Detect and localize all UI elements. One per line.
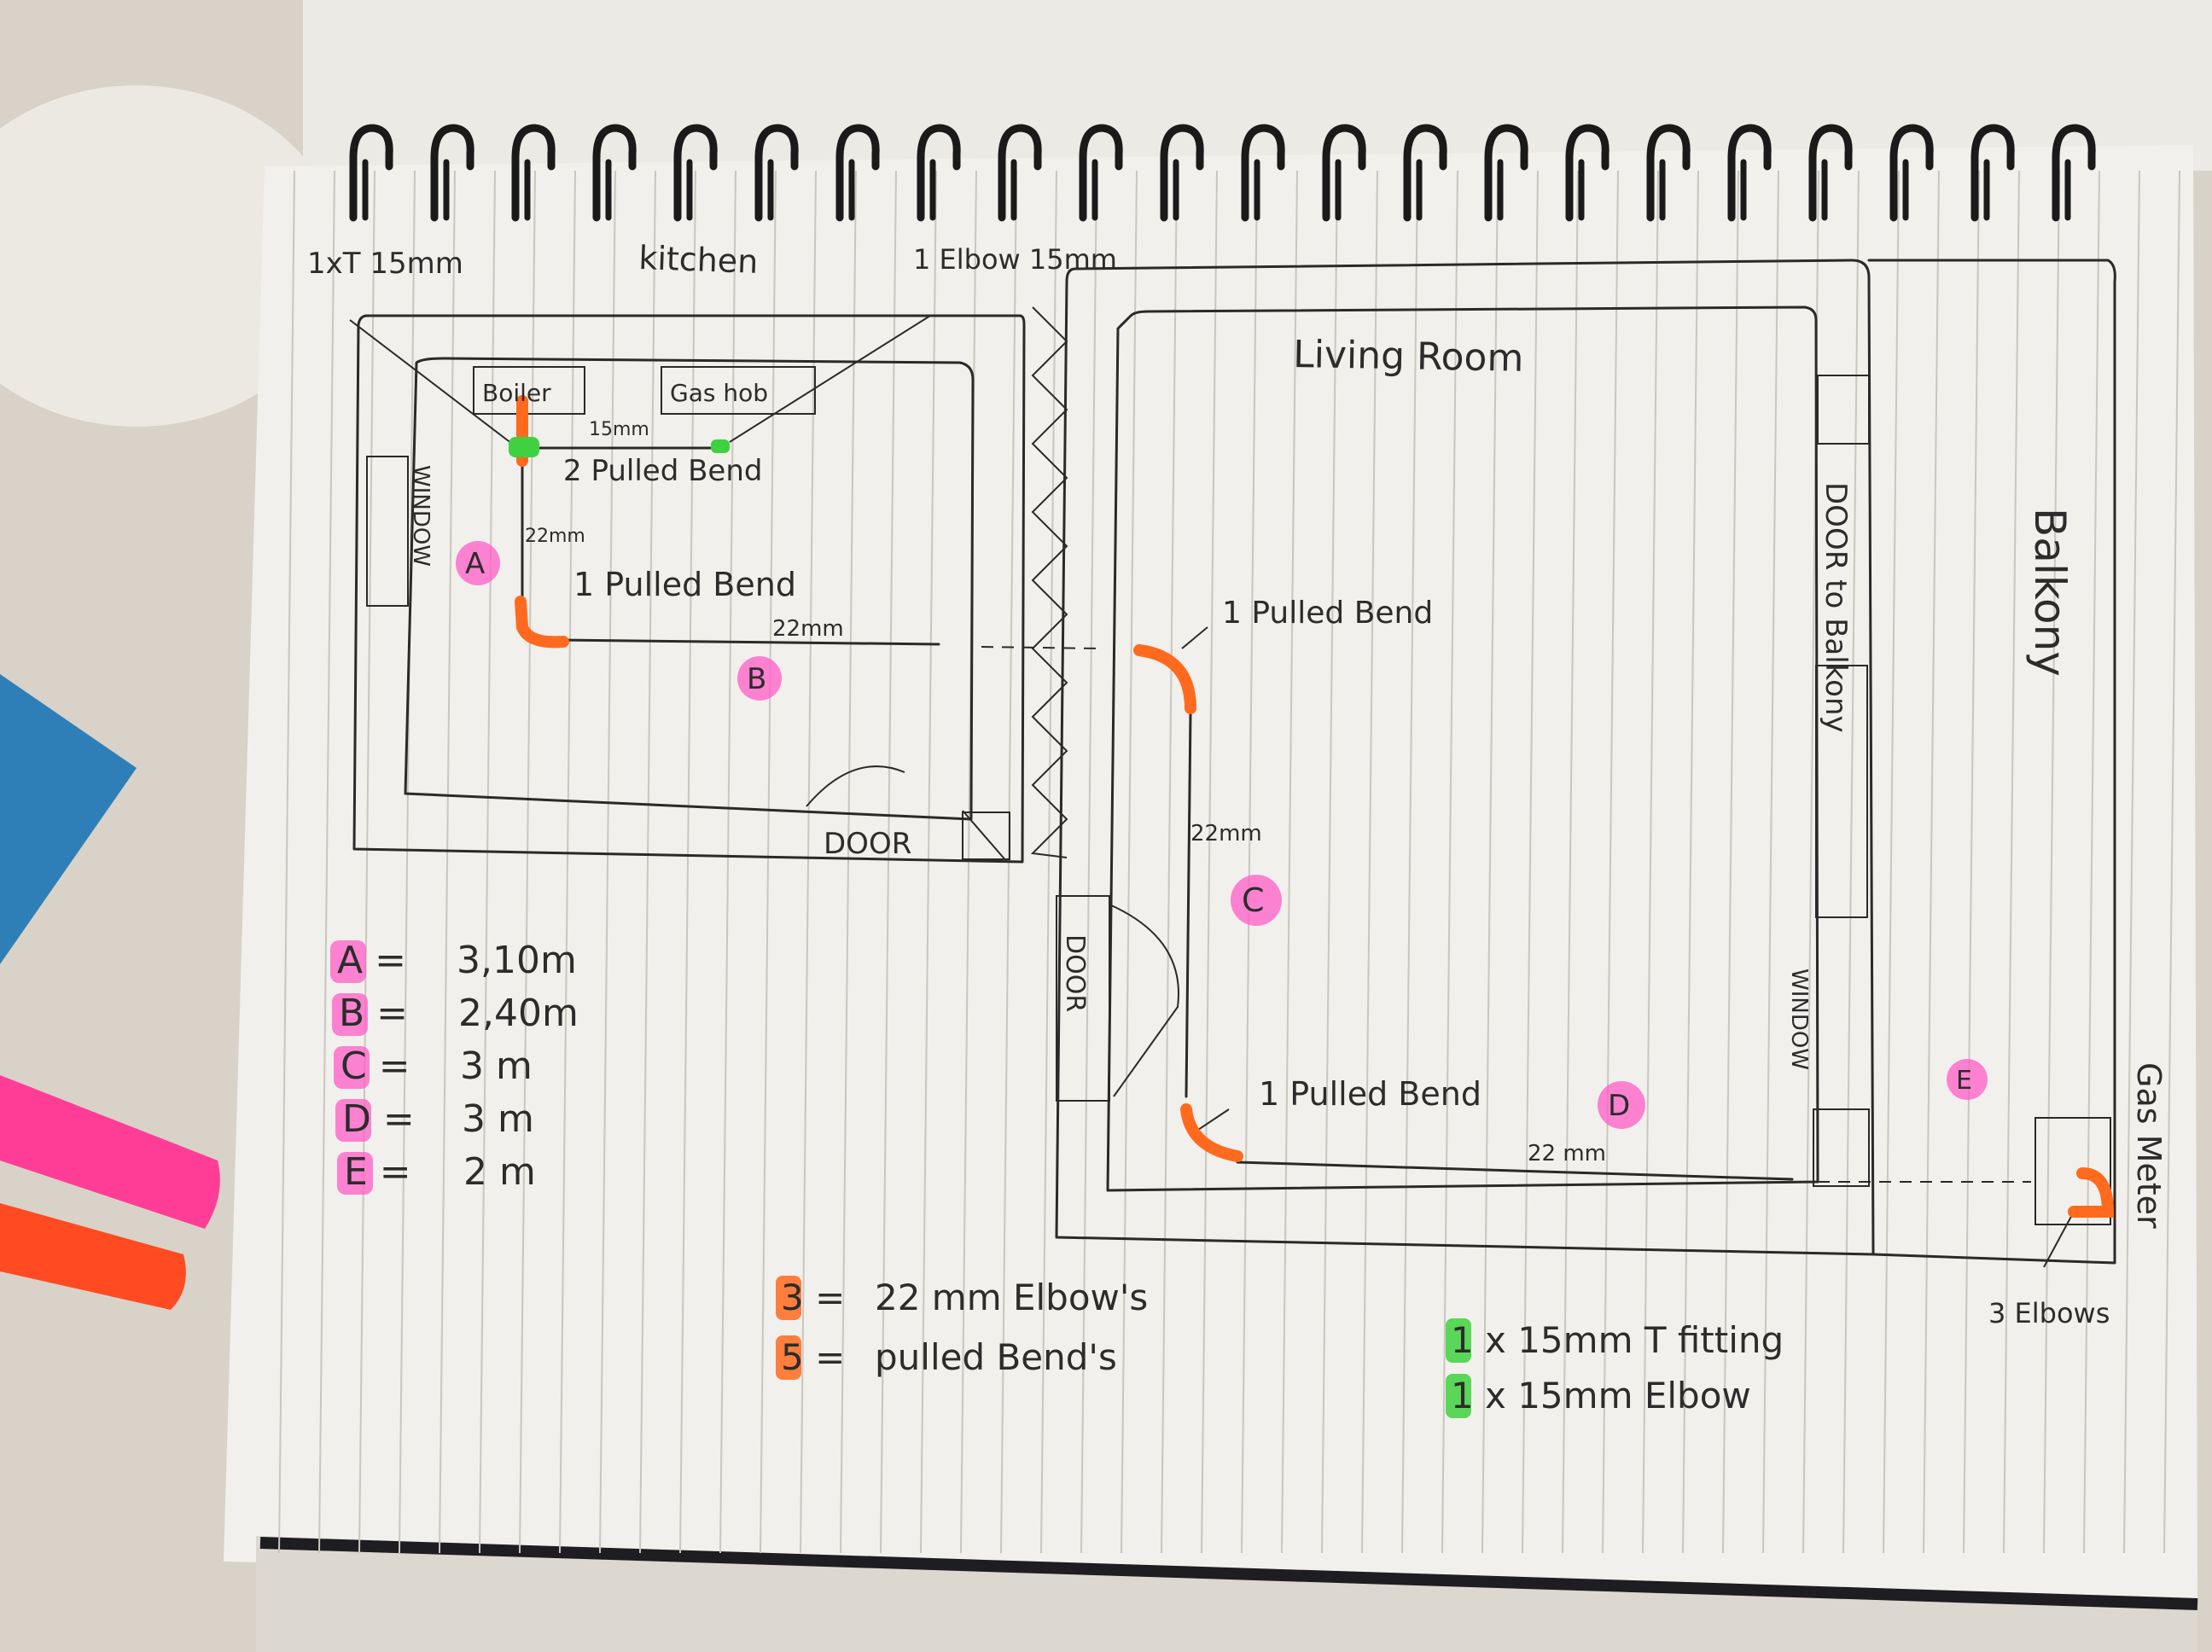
tee-note: 1xT 15mm — [307, 247, 463, 281]
section-markers: A B C D E — [456, 541, 1988, 1129]
measurement-value: 2,40m — [458, 992, 579, 1035]
section-d-label: D — [1608, 1089, 1630, 1123]
fitting-text: 22 mm Elbow's — [875, 1277, 1148, 1318]
green-fittings — [509, 437, 730, 457]
measurement-label: C = — [341, 1044, 410, 1088]
fittings-legend: 3 = 22 mm Elbow's 5 = pulled Bend's 1 x 15mm … — [776, 1276, 1784, 1418]
measurement-value: 3 m — [460, 1044, 533, 1088]
fitting-annotations: 1xT 15mm 1 Elbow 15mm 3 Elbows 2 Pulled … — [307, 243, 2110, 1329]
orange-bends — [515, 395, 2115, 1218]
fitting-text: pulled Bend's — [875, 1336, 1117, 1378]
section-c-label: C — [1242, 881, 1265, 919]
pink-marker — [0, 1075, 220, 1229]
living-window-label: WINDOW — [1786, 969, 1812, 1070]
door-to-balcony-label: DOOR to Balkony — [1819, 482, 1853, 733]
kitchen-door-label: DOOR — [824, 827, 911, 861]
pulled-bend-living-top-note: 1 Pulled Bend — [1222, 596, 1433, 631]
pulled-bend-2-note: 2 Pulled Bend — [563, 454, 762, 488]
blue-card — [0, 674, 137, 964]
living-room-label: Living Room — [1293, 333, 1524, 381]
ruled-lines — [278, 170, 2180, 1554]
desk-light-reflection — [0, 85, 341, 427]
notebook-bottom — [256, 1536, 2197, 1652]
pulled-bend-kitchen-note: 1 Pulled Bend — [573, 566, 796, 603]
measurement-value: 2 m — [463, 1150, 536, 1194]
measurement-value: 3,10m — [457, 939, 577, 982]
living-door-frame — [1056, 895, 1110, 1102]
pipe-22mm-label-d: 22 mm — [1528, 1141, 1606, 1166]
fitting-count: 1 — [1451, 1375, 1474, 1416]
kitchen-door-swing — [806, 765, 905, 807]
fitting-text: x 15mm T fitting — [1485, 1319, 1784, 1361]
measurement-label: E = — [344, 1150, 411, 1194]
measurements-legend: A = 3,10m B = 2,40m C = 3 m D = 3 m E = 2 m — [330, 939, 579, 1195]
gas-hob-label: Gas hob — [670, 379, 768, 407]
notebook-page — [224, 145, 2197, 1604]
pipe-22mm-label-b: 22mm — [772, 616, 844, 642]
fitting-count: 3 = — [781, 1277, 845, 1318]
section-e-label: E — [1956, 1066, 1972, 1096]
section-a-label: A — [465, 547, 485, 581]
gas-meter-label: Gas Meter — [2130, 1062, 2168, 1229]
pulled-bend-living-bottom-note: 1 Pulled Bend — [1259, 1075, 1481, 1113]
hallway-zigzag — [1030, 306, 1068, 858]
pipe-22mm-label-c: 22mm — [1190, 821, 1262, 846]
orange-marker — [0, 1203, 186, 1310]
measurement-label: A = — [337, 939, 406, 982]
kitchen-window — [366, 456, 409, 607]
kitchen-walls — [352, 314, 1026, 864]
boiler-box — [473, 366, 585, 415]
kitchen-label: kitchen — [638, 239, 759, 281]
pipe-22mm-label-a: 22mm — [525, 526, 585, 547]
gas-hob-box — [661, 366, 816, 415]
spiral-binding — [349, 124, 2096, 222]
measurement-label: B = — [339, 992, 408, 1035]
living-room-walls — [1055, 259, 2116, 1265]
balcony-label: Balkony — [2025, 508, 2075, 677]
boiler-label: Boiler — [482, 379, 551, 407]
gas-meter-box — [2034, 1117, 2111, 1225]
fitting-count: 1 — [1451, 1319, 1474, 1361]
fitting-count: 5 = — [781, 1336, 845, 1378]
living-window — [1815, 665, 1868, 918]
pipe-15mm-label: 15mm — [589, 419, 649, 440]
fitting-text: x 15mm Elbow — [1485, 1375, 1751, 1416]
measurement-label: D = — [342, 1097, 415, 1141]
section-b-label: B — [747, 662, 766, 696]
pipe-runs — [349, 315, 2075, 1268]
room-labels: kitchen Living Room Balkony Boiler Gas h… — [408, 239, 2168, 1229]
notebook-edge — [259, 1537, 2198, 1610]
living-door-swing — [1109, 904, 1179, 1097]
measurement-value: 3 m — [462, 1097, 534, 1141]
elbow-note: 1 Elbow 15mm — [913, 243, 1117, 276]
living-door-label: DOOR — [1060, 934, 1090, 1012]
gas-meter-elbows-note: 3 Elbows — [1988, 1297, 2110, 1329]
kitchen-window-label: WINDOW — [408, 465, 434, 567]
